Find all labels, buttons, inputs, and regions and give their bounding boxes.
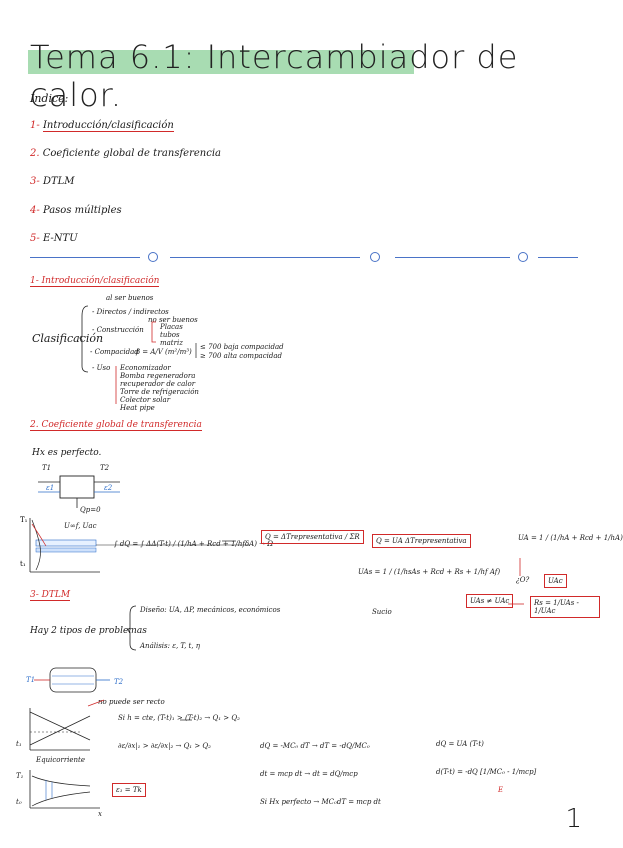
divider (30, 257, 140, 258)
sketches: T₁ t₁ (20, 305, 524, 809)
axis-label: t₁ (16, 740, 22, 748)
sub-item: tubos (160, 331, 180, 339)
box-ua: UAc (544, 574, 567, 588)
page-title: Tema 6.1: Intercambiador de calor. (30, 38, 519, 114)
label: ε2 (104, 484, 113, 492)
label: Sucio (372, 608, 392, 616)
equation: Si h = cte, (T-t)₁ > (T-t)₂ → Q₁ > Q₂ (118, 714, 240, 722)
axis-label: t₀ (16, 798, 22, 806)
equation: ∫ dQ = ∫ ΔΔ(T-t) / (1/hA + Rcd + 1/hfδA)… (114, 540, 274, 548)
sub-item: matriz (160, 339, 183, 347)
equation: ∂ε/∂x|₁ > ∂ε/∂x|₂ → Q₁ > Q₂ (118, 742, 211, 750)
divider-ornament (370, 252, 380, 262)
index-item: 5- E-NTU (30, 233, 78, 244)
problem-diseno: Diseño: UA, ΔP, mecánicos, económicos (140, 606, 281, 614)
note: ≥ 700 alta compacidad (200, 352, 283, 360)
divider (395, 257, 510, 258)
label: Qp=0 (80, 506, 101, 514)
svg-text:T₁: T₁ (20, 516, 28, 524)
axis-label: x (98, 810, 102, 818)
item-compacidad: - Compacidad (90, 348, 139, 356)
note: ≤ 700 baja compacidad (200, 343, 284, 351)
divider-ornament (148, 252, 158, 262)
divider (538, 257, 578, 258)
sub-item: Heat pipe (120, 404, 155, 412)
box-rs: Rs = 1/UAs - 1/UAc (530, 596, 600, 618)
divider (170, 257, 360, 258)
sub-item: Economizador (120, 364, 171, 372)
sub-item: Colector solar (120, 396, 171, 404)
section2-heading: 2. Coeficiente global de transferencia (30, 420, 202, 431)
note: no puede ser recto (98, 698, 165, 706)
box-q-ua: Q = UA ΔTrepresentativa (372, 534, 471, 548)
equation: dQ = -MC₀ dT → dT = -dQ/MC₀ (260, 742, 370, 750)
index-item: 1- Introducción/clasificación (30, 120, 174, 132)
label-t2: T2 (114, 678, 124, 686)
index-item: 2. Coeficiente global de transferencia (30, 148, 221, 159)
svg-text:t₁: t₁ (20, 560, 26, 568)
box-q-formula: Q = ΔTrepresentativa / ΣR (261, 530, 364, 544)
box-uas: UAs ≠ UAc (466, 594, 514, 608)
problems-label: Hay 2 tipos de problemas (30, 626, 147, 636)
index-item: 4- Pasos múltiples (30, 205, 122, 216)
sub-item: Bomba regeneradora (120, 372, 196, 380)
classification-label: Clasificación (32, 332, 104, 345)
box-eps: ε₁ = Tk (112, 783, 146, 797)
equation: Si Hx perfecto → MC₀dT = mcp dt (260, 798, 381, 806)
formula: β = A/V (m²/m³) (136, 348, 192, 356)
label: Equicorriente (36, 756, 86, 764)
divider-ornament (518, 252, 528, 262)
label: T1 (42, 464, 52, 472)
sub-item: recuperador de calor (120, 380, 196, 388)
item-construccion: - Construcción (92, 326, 144, 334)
title-highlight (28, 50, 414, 74)
axis-label: T₁ (16, 772, 24, 780)
index-heading: Índice: (30, 92, 69, 105)
label: E (498, 786, 504, 794)
index-item: 3- DTLM (30, 176, 75, 187)
equation: UAs = 1 / (1/hsAs + Rcd + Rs + 1/hf Af) (358, 568, 501, 576)
label: ε1 (46, 484, 55, 492)
label: ¿O? (516, 576, 530, 584)
sub-item: Placas (160, 323, 183, 331)
sub-item: Torre de refrigeración (120, 388, 199, 396)
item-uso: - Uso (92, 364, 111, 372)
label: U∞f, Uac (64, 522, 97, 530)
equation: dt = mcp dt → dt = dQ/mcp (260, 770, 358, 778)
problem-analisis: Análisis: ε, T, t, η (140, 642, 200, 650)
label-t1: T1 (26, 676, 36, 684)
label: T2 (100, 464, 110, 472)
note: no ser buenos (148, 316, 198, 324)
note: Hx es perfecto. (32, 448, 102, 458)
equation: UA = 1 / (1/hA + Rcd + 1/hA) (518, 534, 623, 542)
note: al ser buenos (106, 294, 154, 302)
equation: d(T-t) = -dQ [1/MC₀ - 1/mcp] (436, 768, 537, 776)
page-number: 1 (565, 804, 582, 834)
equation: dQ = UA (T-t) (436, 740, 484, 748)
item-directos: - Directos / indirectos (92, 308, 169, 316)
section3-heading: 3- DTLM (30, 590, 71, 601)
section1-heading: 1- Introducción/clasificación (30, 276, 160, 287)
